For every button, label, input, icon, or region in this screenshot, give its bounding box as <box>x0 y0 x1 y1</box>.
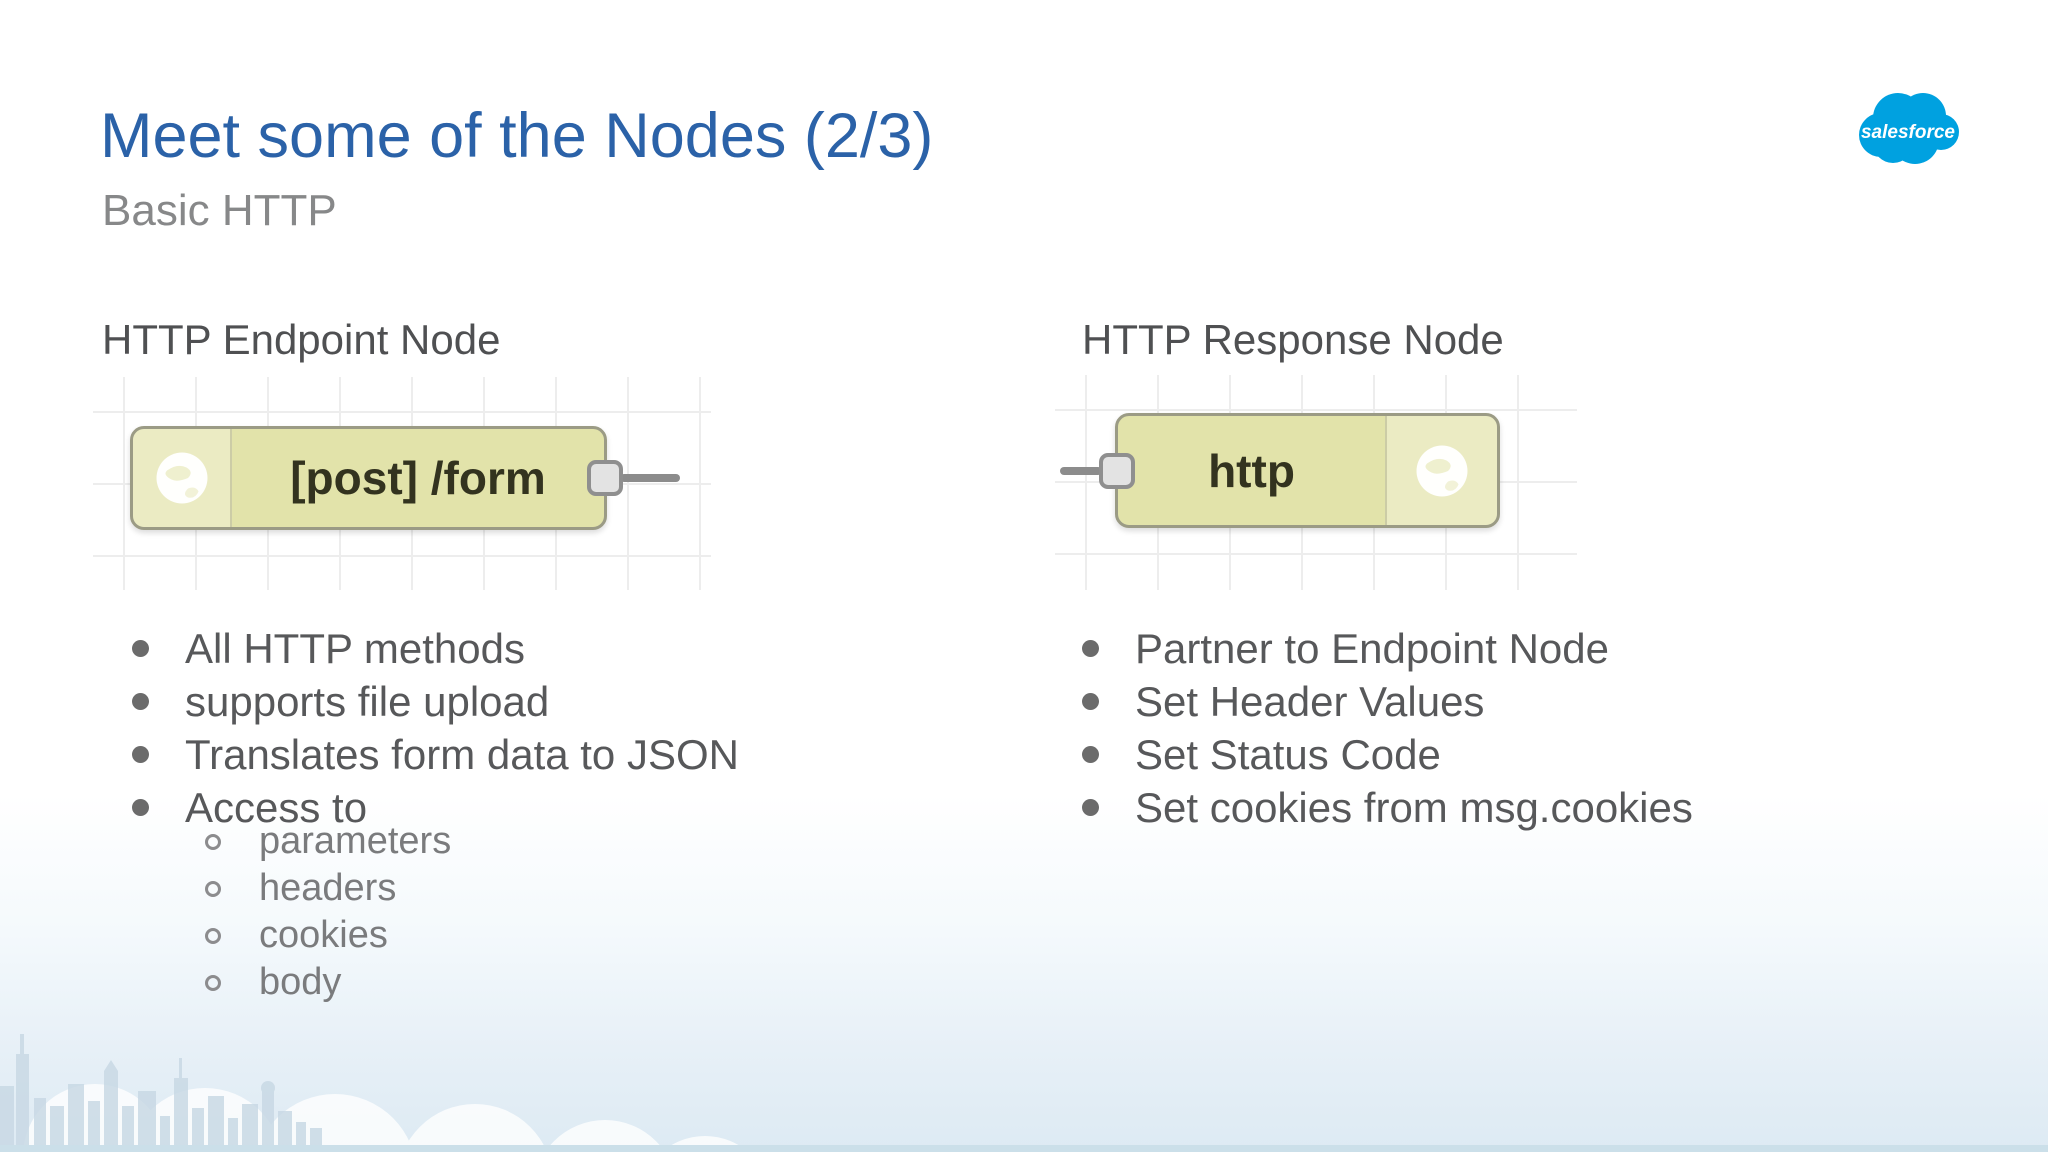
list-item: Partner to Endpoint Node <box>1072 622 1693 675</box>
sub-bullet-text: parameters <box>259 820 452 862</box>
list-item: Translates form data to JSON <box>122 728 739 781</box>
sub-bullet-text: headers <box>259 867 397 909</box>
bullet-icon <box>1082 746 1099 763</box>
salesforce-logo-icon: salesforce <box>1859 93 1959 164</box>
bullet-text: Access to <box>185 783 368 831</box>
globe-icon <box>133 429 232 527</box>
wire <box>620 474 680 482</box>
bullet-text: All HTTP methods <box>185 624 525 672</box>
list-item: Set Header Values <box>1072 675 1693 728</box>
http-response-node: http <box>1060 413 1500 528</box>
salesforce-logo-text: salesforce <box>1861 122 1955 143</box>
output-port <box>587 460 623 496</box>
access-to-sublist: parameters headers cookies body <box>196 818 451 1006</box>
list-item: headers <box>196 865 451 912</box>
footer-accent-bar <box>0 1145 2048 1152</box>
bullet-icon <box>1082 693 1099 710</box>
bullet-icon <box>132 640 149 657</box>
endpoint-bullet-list: All HTTP methods supports file upload Tr… <box>122 622 739 834</box>
list-item: parameters <box>196 818 451 865</box>
bullet-icon <box>1082 640 1099 657</box>
wire <box>1060 466 1102 475</box>
hollow-bullet-icon <box>205 880 221 897</box>
response-bullet-list: Partner to Endpoint Node Set Header Valu… <box>1072 622 1693 834</box>
city-skyline-graphic <box>0 1034 740 1146</box>
bullet-icon <box>132 799 149 816</box>
bullet-text: supports file upload <box>185 677 550 725</box>
hollow-bullet-icon <box>205 833 221 850</box>
node-label: http <box>1208 444 1295 497</box>
list-item: Access to <box>122 781 739 834</box>
bullet-text: Set cookies from msg.cookies <box>1135 783 1693 831</box>
page-subtitle: Basic HTTP <box>102 186 337 235</box>
input-port <box>1099 452 1135 489</box>
node-label: [post] /form <box>290 452 546 504</box>
bullet-text: Set Header Values <box>1135 677 1485 725</box>
bullet-icon <box>1082 799 1099 816</box>
list-item: All HTTP methods <box>122 622 739 675</box>
sub-bullet-text: body <box>259 961 342 1003</box>
list-item: Set cookies from msg.cookies <box>1072 781 1693 834</box>
hollow-bullet-icon <box>205 974 221 991</box>
sub-bullet-text: cookies <box>259 914 388 956</box>
list-item: Set Status Code <box>1072 728 1693 781</box>
http-in-node: [post] /form <box>130 426 680 530</box>
bullet-icon <box>132 693 149 710</box>
bullet-icon <box>132 746 149 763</box>
list-item: cookies <box>196 912 451 959</box>
bullet-text: Partner to Endpoint Node <box>1135 624 1609 672</box>
response-node-heading: HTTP Response Node <box>1082 316 1504 363</box>
list-item: body <box>196 959 451 1006</box>
hollow-bullet-icon <box>205 927 221 944</box>
bullet-text: Set Status Code <box>1135 730 1441 778</box>
page-title: Meet some of the Nodes (2/3) <box>100 101 934 171</box>
globe-icon <box>1385 416 1497 525</box>
list-item: supports file upload <box>122 675 739 728</box>
bullet-text: Translates form data to JSON <box>185 730 739 778</box>
endpoint-node-heading: HTTP Endpoint Node <box>102 316 501 363</box>
